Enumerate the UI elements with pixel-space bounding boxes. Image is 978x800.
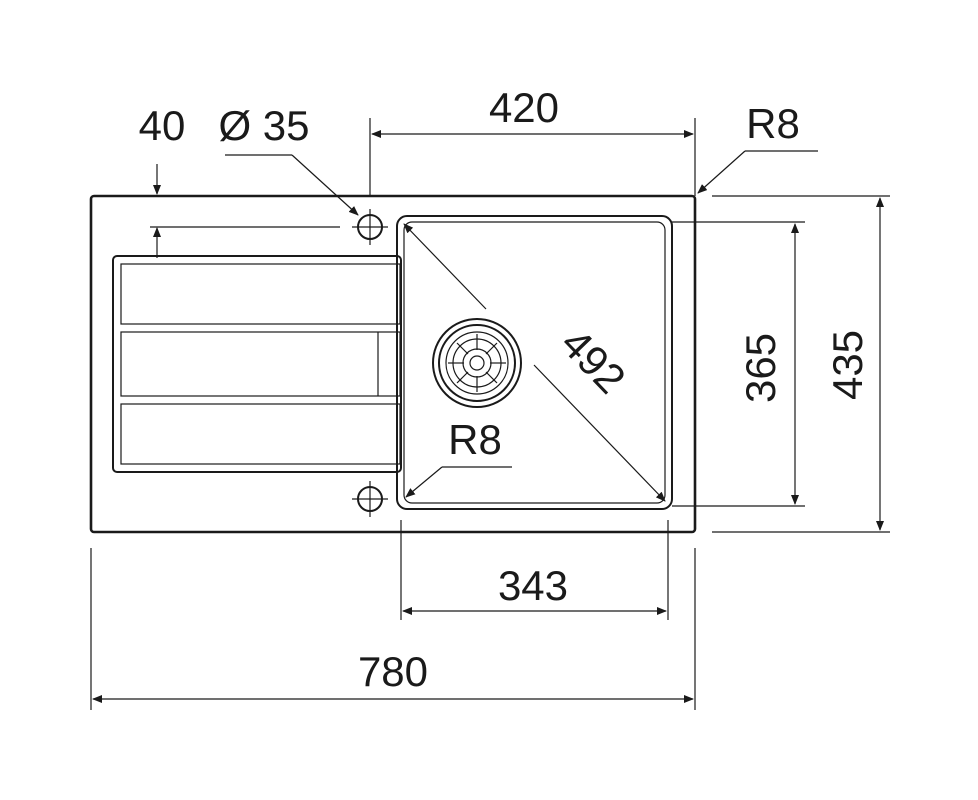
bowl-inner: [403, 221, 666, 504]
bowl-depth-label: 365: [737, 333, 784, 403]
dimension-overall-width: 780: [90, 548, 696, 710]
sink-outline: [89, 194, 697, 534]
dimension-bowl-depth: 365: [672, 221, 805, 507]
tap-hole-diameter-label: Ø 35: [218, 102, 309, 149]
dimension-bowl-diagonal: 492: [403, 223, 666, 502]
drain-offset-label: 40: [139, 102, 186, 149]
drain-icon: [432, 318, 522, 408]
dimension-bowl-radius: R8: [405, 416, 512, 498]
drainer-groove-2: [120, 331, 401, 397]
bowl-inner-width-label: 343: [498, 562, 568, 609]
tap-hole-bottom-icon: [352, 481, 388, 517]
drainer-outer: [112, 255, 402, 473]
bowl-outer: [396, 215, 673, 510]
dimension-outer-radius: R8: [697, 100, 818, 194]
overall-depth-label: 435: [824, 330, 871, 400]
bowl-width-label: 420: [489, 84, 559, 131]
dimension-bowl-inner-width: 343: [400, 520, 669, 620]
bowl-diagonal-label: 492: [552, 319, 634, 402]
dimension-drain-offset: 40: [139, 102, 340, 258]
dimension-bowl-width: 420: [369, 84, 696, 196]
countertop-outline: [89, 194, 697, 534]
drainer-groove-3: [120, 403, 401, 465]
overall-width-label: 780: [358, 648, 428, 695]
outer-radius-label: R8: [746, 100, 800, 147]
tap-hole-top-icon: [352, 209, 388, 245]
drainer-groove-1: [120, 263, 401, 325]
dimension-tap-hole: Ø 35: [218, 102, 359, 216]
dimension-overall-depth: 435: [712, 195, 890, 533]
bowl-radius-label: R8: [448, 416, 502, 463]
